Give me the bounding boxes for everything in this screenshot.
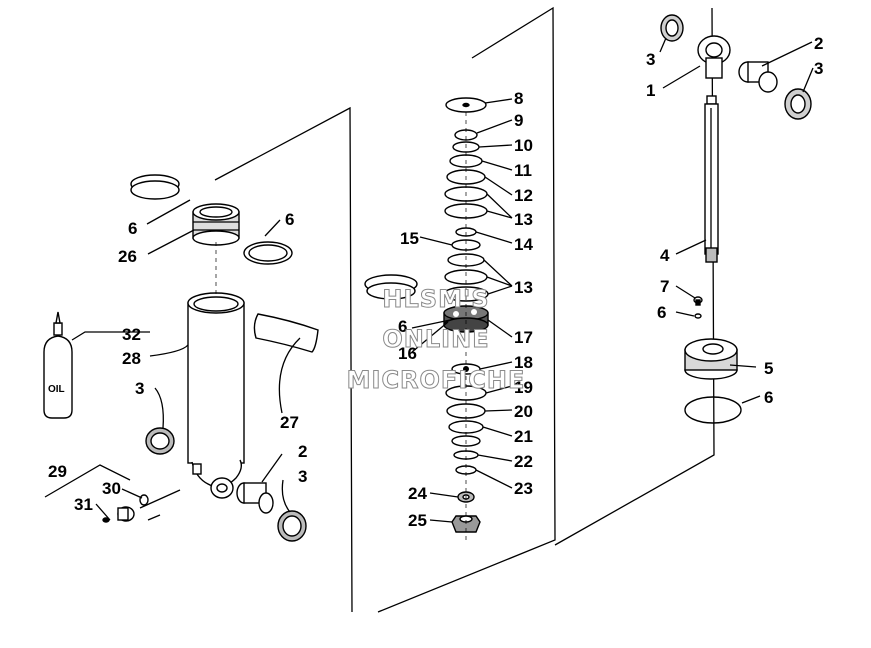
callout-13-upper: 13	[514, 210, 533, 229]
callout-23: 23	[514, 479, 533, 498]
callout-3-bottom: 3	[298, 467, 307, 486]
callout-31: 31	[74, 495, 93, 514]
left-panel-outline	[214, 106, 353, 613]
callout-3-top-right: 3	[814, 59, 823, 78]
bushing-3-left	[145, 427, 175, 455]
callout-21: 21	[514, 427, 533, 446]
callout-labels: 3 1 2 3 4 7 6 5 6 8 9 10 11 12 13 14 15 …	[48, 34, 823, 530]
callout-28: 28	[122, 349, 141, 368]
screw-7	[693, 296, 703, 306]
callout-12: 12	[514, 186, 533, 205]
callout-3-top-left: 3	[646, 50, 655, 69]
left-assembly	[43, 174, 319, 542]
right-assembly	[660, 14, 812, 424]
piston-shaft-4	[704, 95, 719, 263]
bushing-3-bottom	[277, 510, 307, 542]
watermark-line-1: HLSM'S	[382, 285, 489, 313]
callout-2-top: 2	[814, 34, 823, 53]
sleeve-2-top	[738, 61, 778, 93]
left-leaders	[71, 199, 301, 521]
piston-ring-6	[364, 274, 418, 300]
oil-bottle-32	[43, 311, 73, 419]
oil-bottle-label: OIL	[48, 384, 65, 395]
callout-11: 11	[514, 161, 532, 180]
right-panel-outline	[554, 7, 715, 546]
sleeve-2-bottom	[236, 482, 274, 514]
callout-15: 15	[400, 229, 419, 248]
label-27	[253, 313, 319, 353]
callout-4: 4	[660, 246, 670, 265]
callout-9: 9	[514, 111, 523, 130]
callout-18: 18	[514, 353, 533, 372]
callout-24: 24	[408, 484, 427, 503]
callout-25: 25	[408, 511, 427, 530]
callout-26: 26	[118, 247, 137, 266]
center-leaders	[411, 98, 513, 540]
callout-7: 7	[660, 277, 669, 296]
callout-17: 17	[514, 328, 533, 347]
callout-5: 5	[764, 359, 773, 378]
callout-13-lower: 13	[514, 278, 533, 297]
bushing-3-top-right	[784, 88, 812, 120]
callout-19: 19	[514, 378, 533, 397]
center-panel-outline	[377, 6, 556, 613]
callout-2-bottom: 2	[298, 442, 307, 461]
callout-27: 27	[280, 413, 299, 432]
callout-10: 10	[514, 136, 533, 155]
callout-30: 30	[102, 479, 121, 498]
o-ring-6-left	[243, 241, 293, 265]
callout-29: 29	[48, 462, 67, 481]
callout-6-screw-ring: 6	[657, 303, 666, 322]
watermark-line-2: ONLINE	[382, 325, 489, 353]
shock-body-28	[187, 292, 245, 499]
right-leaders	[659, 37, 814, 404]
callout-20: 20	[514, 402, 533, 421]
callout-8: 8	[514, 89, 523, 108]
callout-32: 32	[122, 325, 141, 344]
wiper-ring-6	[130, 174, 180, 200]
callout-6-piston-ring: 6	[398, 317, 407, 336]
cap-26	[192, 203, 240, 246]
callout-16: 16	[398, 344, 417, 363]
callout-1: 1	[646, 81, 655, 100]
callout-6-o-ring: 6	[285, 210, 294, 229]
callout-22: 22	[514, 452, 533, 471]
callout-6-large-ring: 6	[764, 388, 773, 407]
o-ring-6-small	[694, 313, 702, 319]
callout-6-wiper-ring: 6	[128, 219, 137, 238]
watermark: HLSM'S ONLINE MICROFICHE	[346, 285, 526, 395]
center-stack	[364, 97, 489, 533]
shaft-eye-1	[697, 35, 731, 79]
bushing-3-top-left	[660, 14, 684, 42]
o-ring-6-large	[684, 396, 742, 424]
callout-3-left: 3	[135, 379, 144, 398]
seal-head-5	[684, 338, 738, 380]
watermark-line-3: MICROFICHE	[347, 366, 526, 394]
callout-14: 14	[514, 235, 533, 254]
